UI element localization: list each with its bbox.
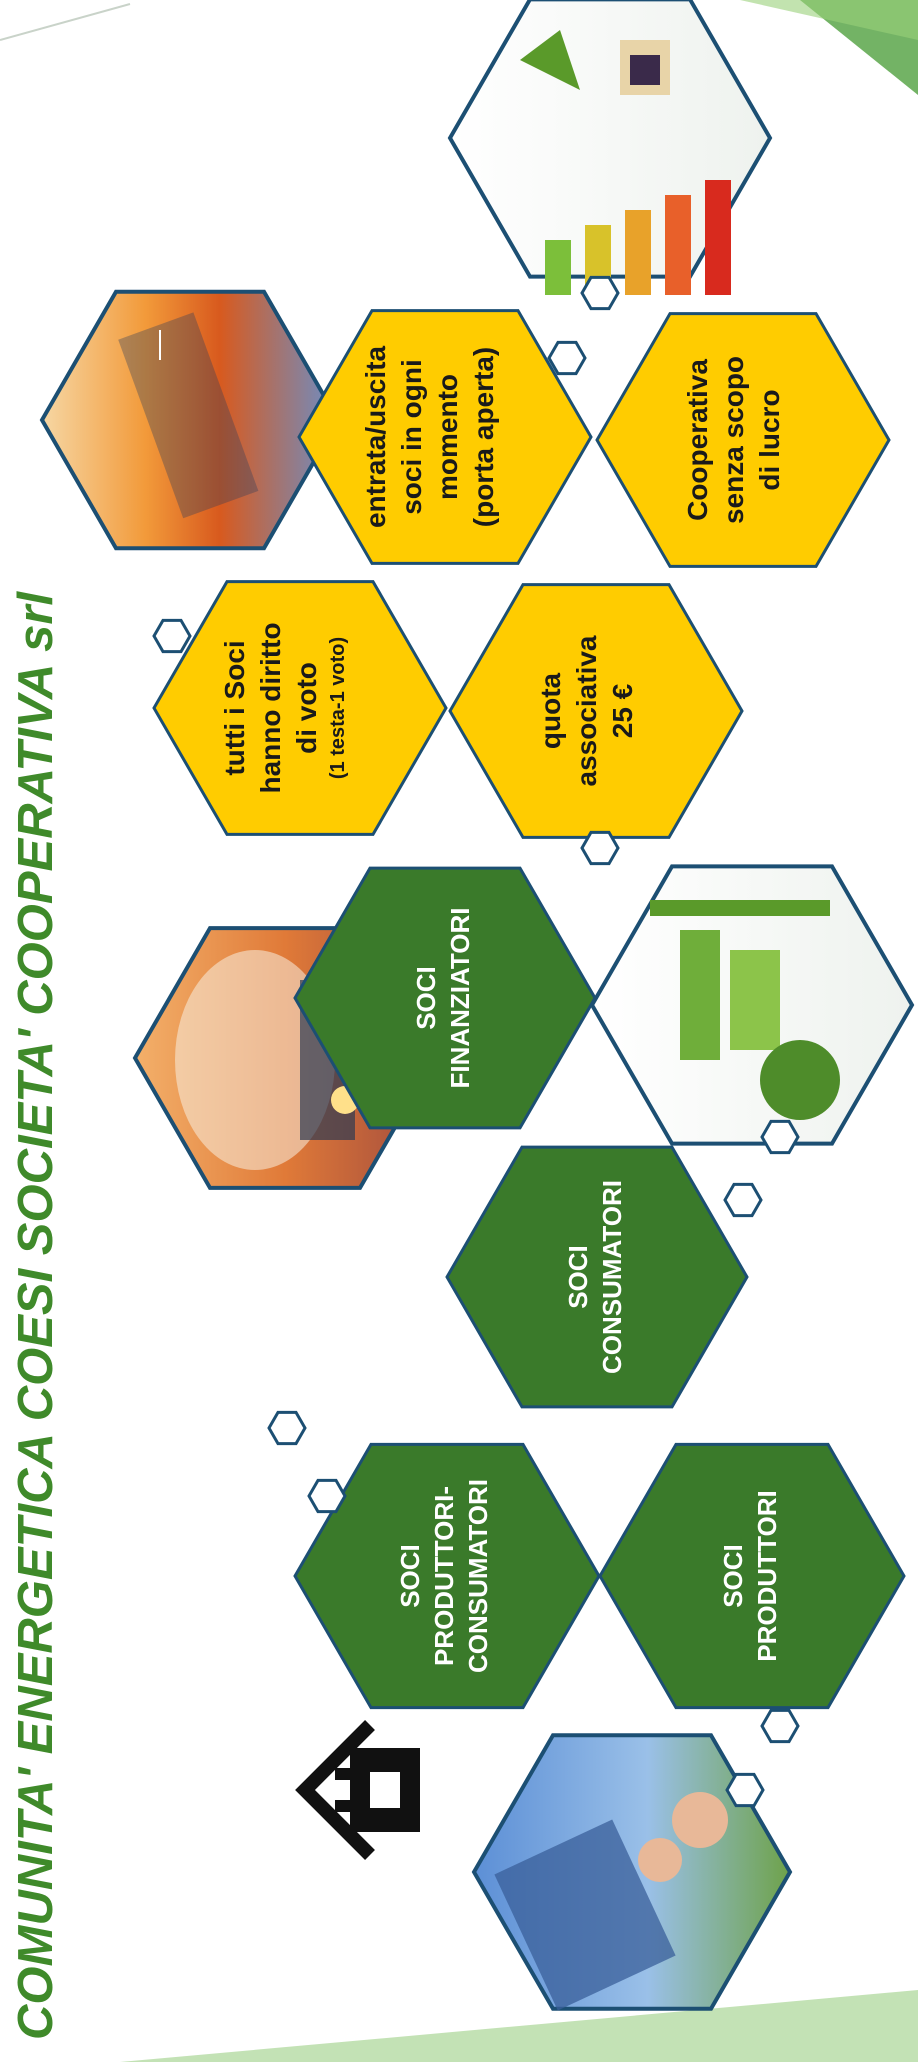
prodcons-line-3: CONSUMATORI	[463, 1479, 493, 1673]
cooperativa-line-3: di lucro	[754, 389, 785, 490]
small-hex-marker	[580, 275, 620, 311]
small-hex-marker	[760, 1119, 800, 1155]
prodcons-line-1: SOCI	[395, 1544, 425, 1608]
quota-line-3: 25 €	[607, 683, 638, 738]
hex-ingresso	[297, 309, 593, 565]
consumatori-line-2: CONSUMATORI	[597, 1180, 627, 1374]
small-hex-marker	[725, 1772, 765, 1808]
finanziatori-line-2: FINANZIATORI	[445, 907, 475, 1088]
small-hex-marker	[580, 830, 620, 866]
voto-line-1: tutti i Soci	[219, 640, 250, 775]
cooperativa-line-1: Cooperativa	[682, 359, 713, 521]
voto-line-3: di voto	[291, 662, 322, 754]
hex-finanziatori-text: SOCI FINANZIATORI	[411, 907, 475, 1088]
ingresso-line-1: entrata/uscita	[360, 346, 391, 528]
prodcons-line-2: PRODUTTORI-	[429, 1486, 459, 1666]
solar-field-family-photo	[471, 1733, 793, 2011]
hex-consumatori-text: SOCI CONSUMATORI	[563, 1180, 627, 1374]
produttori-line-2: PRODUTTORI	[752, 1490, 782, 1661]
consumatori-line-1: SOCI	[563, 1245, 593, 1309]
hex-cooperativa-text: Cooperativa senza scopo di lucro	[682, 356, 785, 524]
green-city-photo	[589, 864, 915, 1146]
wind-solar-sunset-photo	[39, 289, 341, 551]
finanziatori-line-1: SOCI	[411, 966, 441, 1030]
hex-voto-text: tutti i Soci hanno diritto di voto (1 te…	[219, 622, 349, 793]
cooperativa-line-2: senza scopo	[718, 356, 749, 524]
hex-produttori-consumatori-text: SOCI PRODUTTORI- CONSUMATORI	[395, 1479, 493, 1673]
produttori-line-1: SOCI	[718, 1544, 748, 1608]
quota-line-1: quota	[535, 672, 566, 749]
small-hex-marker	[723, 1182, 763, 1218]
small-hex-marker	[547, 340, 587, 376]
hex-quota-text: quota associativa 25 €	[535, 635, 638, 786]
corner-accent-bottom	[120, 1990, 918, 2062]
hex-quota	[448, 583, 744, 839]
hex-consumatori	[445, 1145, 749, 1409]
hex-cooperativa	[595, 312, 891, 568]
hex-produttori-text: SOCI PRODUTTORI	[718, 1490, 782, 1661]
small-hex-marker	[267, 1410, 307, 1446]
quota-line-2: associativa	[571, 635, 602, 786]
energy-class-house-photo	[447, 0, 773, 295]
ingresso-line-3: momento	[432, 374, 463, 500]
hex-voto	[152, 580, 448, 836]
corner-accent-top-light	[740, 0, 918, 40]
hex-ingresso-text: entrata/uscita soci in ogni momento (por…	[360, 346, 499, 528]
small-hex-marker	[307, 1478, 347, 1514]
decor-line	[0, 3, 131, 41]
hex-produttori-consumatori	[293, 1442, 601, 1710]
house-plug-icon	[295, 1720, 420, 1860]
voto-line-2: hanno diritto	[255, 622, 286, 793]
voto-note: (1 testa-1 voto)	[327, 637, 349, 779]
hex-produttori	[598, 1442, 906, 1710]
small-hex-marker	[760, 1708, 800, 1744]
small-hex-marker	[152, 618, 192, 654]
page-title: COMUNITA' ENERGETICA COESI SOCIETA' COOP…	[9, 591, 63, 2040]
hex-finanziatori	[293, 866, 597, 1130]
ingresso-line-2: soci in ogni	[396, 359, 427, 515]
ingresso-line-4: (porta aperta)	[468, 347, 499, 527]
